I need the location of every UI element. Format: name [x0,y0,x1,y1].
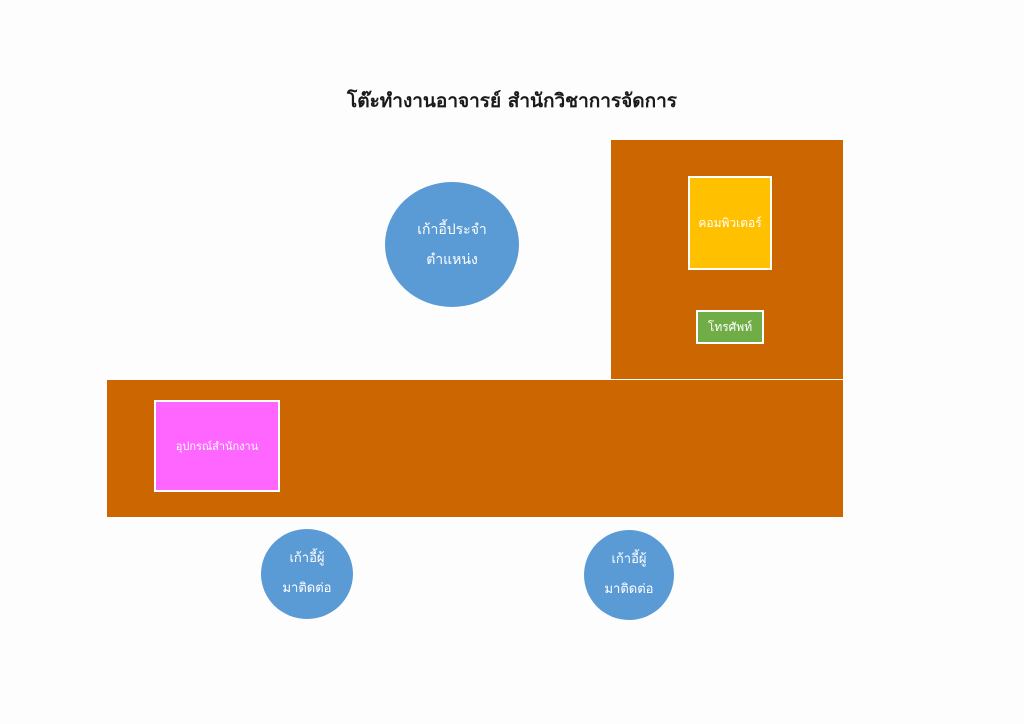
office-equipment-label: อุปกรณ์สำนักงาน [175,440,259,453]
phone-box: โทรศัพท์ [696,310,764,344]
computer-label: คอมพิวเตอร์ [698,215,762,230]
visitor-chair-right-label-line2: มาติดต่อ [604,582,654,597]
computer-box: คอมพิวเตอร์ [688,176,772,270]
main-chair-label-line1: เก้าอี้ประจำ [417,221,487,238]
office-equipment-box: อุปกรณ์สำนักงาน [154,400,280,492]
diagram-title: โต๊ะทำงานอาจารย์ สำนักวิชาการจัดการ [347,90,677,112]
main-chair-label-line2: ตำแหน่ง [426,251,478,268]
visitor-chair-left-label-line1: เก้าอี้ผู้ [289,551,325,566]
visitor-chair-right-label-line1: เก้าอี้ผู้ [611,552,647,567]
visitor-chair-right: เก้าอี้ผู้ มาติดต่อ [584,530,674,620]
visitor-chair-left: เก้าอี้ผู้ มาติดต่อ [261,529,353,619]
main-chair: เก้าอี้ประจำ ตำแหน่ง [385,182,519,307]
phone-label: โทรศัพท์ [707,319,753,334]
visitor-chair-left-label-line2: มาติดต่อ [282,581,332,596]
